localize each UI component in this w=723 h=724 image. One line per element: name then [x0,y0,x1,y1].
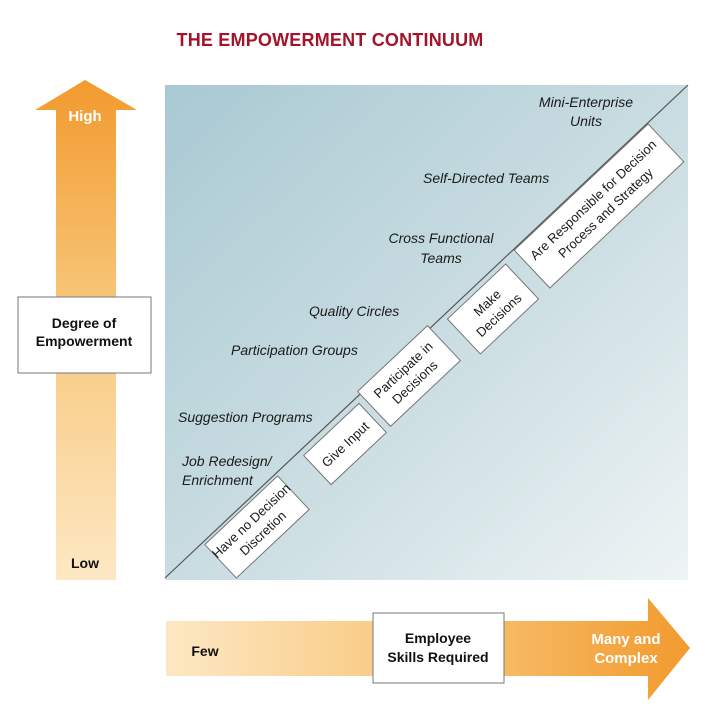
program-label-job-redesign-line1: Job Redesign/ [181,453,274,469]
program-label-job-redesign-line2: Enrichment [182,472,254,488]
program-label-quality-circles: Quality Circles [309,303,399,319]
program-label-participation-groups: Participation Groups [231,342,358,358]
degree-of-empowerment-line1: Degree of [52,315,117,331]
many-complex-line1: Many and [591,631,660,648]
degree-of-empowerment-box [17,296,152,374]
program-label-mini-enterprise-line1: Mini-Enterprise [539,94,633,110]
high-label: High [68,108,101,125]
employee-skills-line2: Skills Required [387,649,488,665]
step-box-make-decisions: Make Decisions [446,263,540,355]
program-label-cross-functional-line2: Teams [420,250,462,266]
diagram-title: THE EMPOWERMENT CONTINUUM [176,30,484,50]
program-label-mini-enterprise-line2: Units [570,113,602,129]
program-label-self-directed: Self-Directed Teams [423,170,549,186]
many-complex-line2: Complex [594,650,658,667]
employee-skills-line1: Employee [405,630,471,646]
program-label-suggestion: Suggestion Programs [178,409,313,425]
employee-skills-box [372,612,505,684]
program-label-cross-functional-line1: Cross Functional [388,230,494,246]
degree-of-empowerment-line2: Empowerment [36,333,133,349]
low-label: Low [71,555,99,571]
few-label: Few [191,643,218,659]
